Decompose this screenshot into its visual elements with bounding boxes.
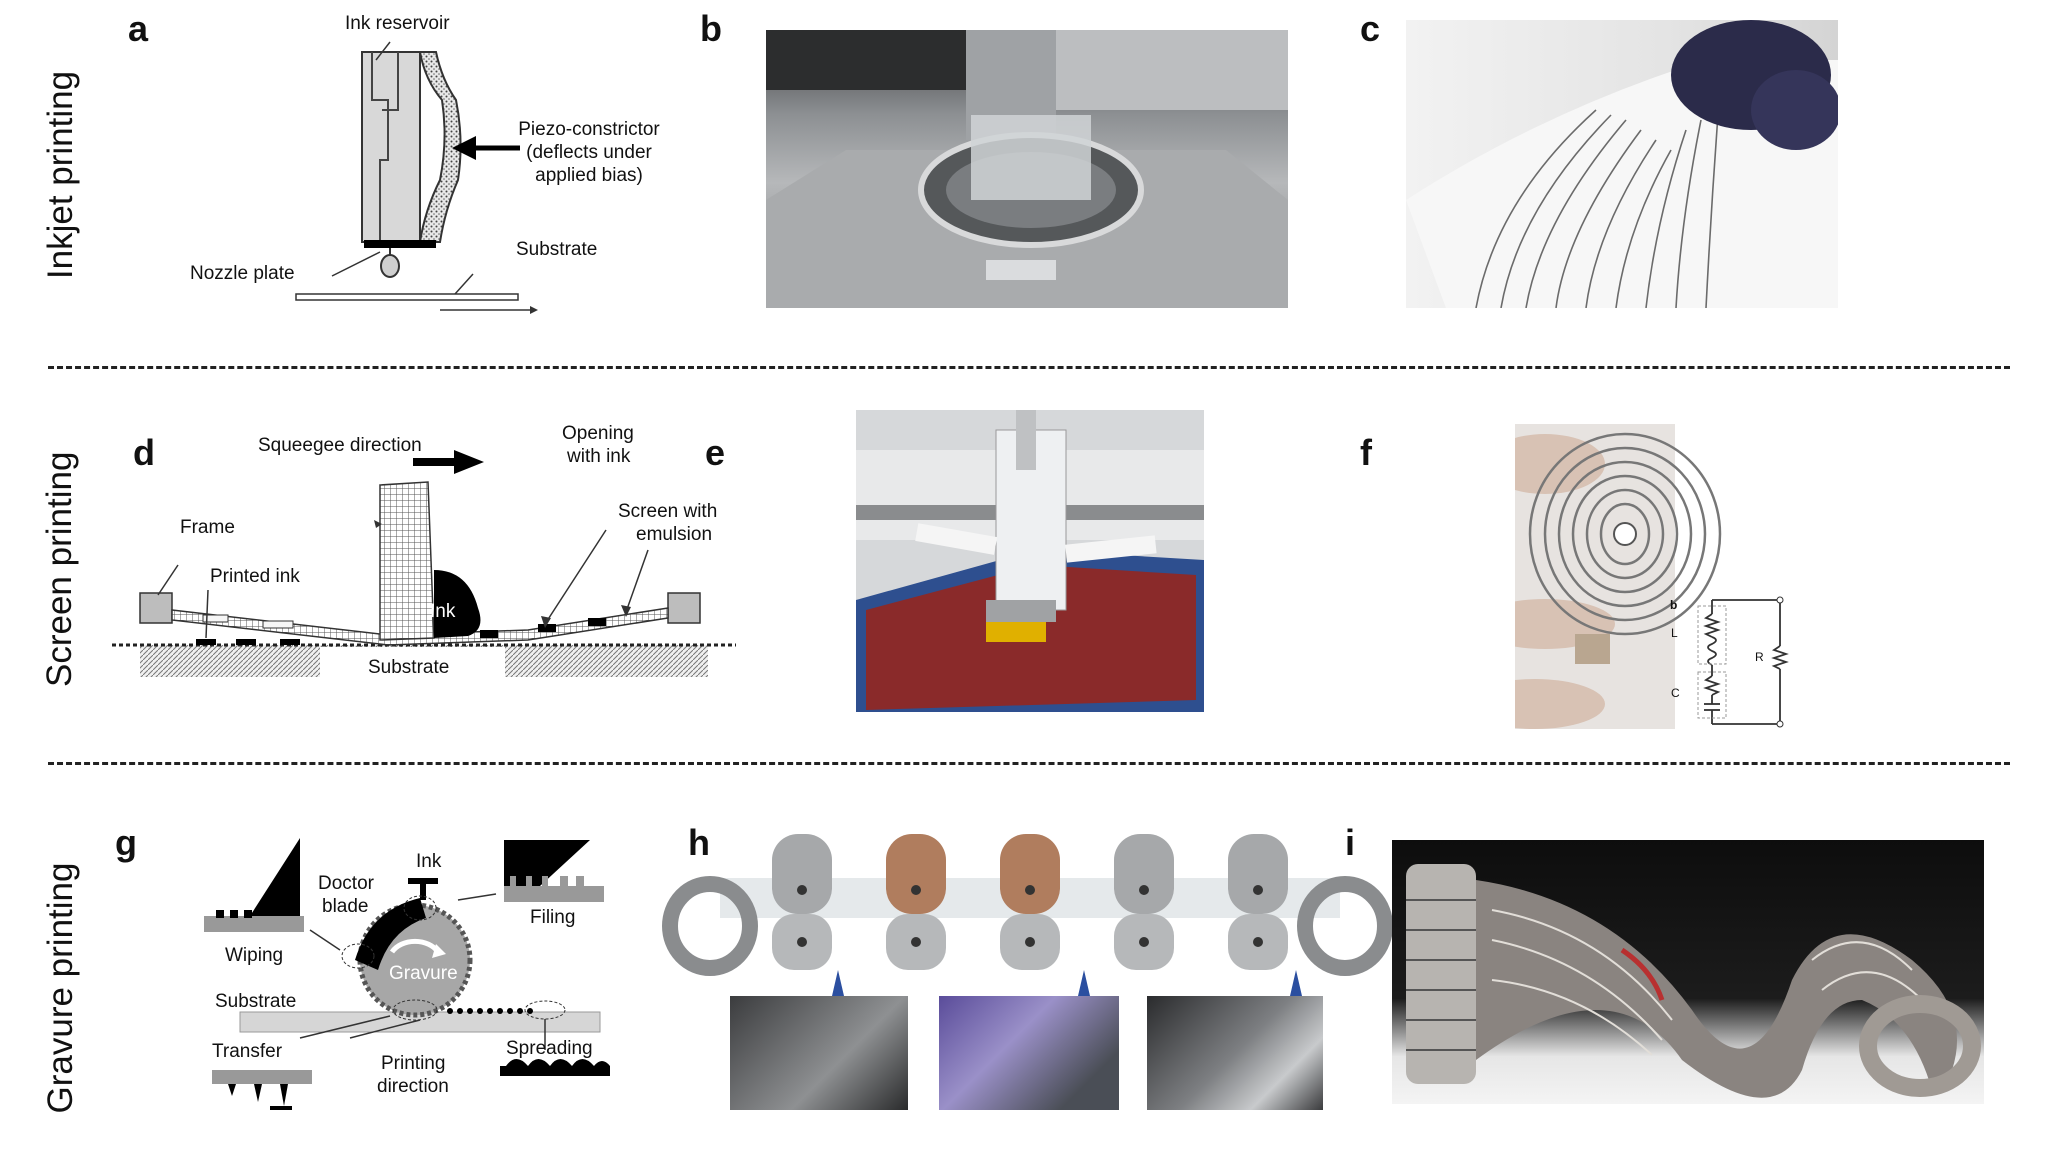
label-printed-ink: Printed ink bbox=[210, 566, 300, 587]
panel-letter-b: b bbox=[700, 8, 722, 49]
label-printing-2: direction bbox=[377, 1076, 449, 1097]
inkjet-schematic bbox=[295, 41, 538, 314]
panel-letter-g: g bbox=[115, 822, 137, 863]
circuit-label-b: b bbox=[1670, 598, 1678, 612]
circuit-label-L: L bbox=[1671, 626, 1678, 640]
screen-printing-schematic bbox=[112, 450, 736, 677]
label-gravure: Gravure bbox=[389, 963, 458, 984]
label-screen-emulsion-2: emulsion bbox=[636, 524, 713, 545]
printed-film-roll-photo bbox=[1392, 840, 1984, 1104]
panel-letter-h: h bbox=[688, 822, 710, 863]
label-ink-d: Ink bbox=[430, 601, 456, 622]
label-piezo-3: applied bias) bbox=[535, 165, 643, 186]
panel-letter-f: f bbox=[1360, 432, 1372, 473]
label-screen-emulsion-1: Screen with bbox=[618, 501, 718, 522]
label-substrate-a: Substrate bbox=[516, 239, 598, 260]
circuit-label-C: C bbox=[1671, 686, 1680, 700]
label-wiping: Wiping bbox=[225, 945, 284, 966]
gravure-press-photo-3 bbox=[1147, 996, 1323, 1110]
row-label-gravure: Gravure printing bbox=[41, 862, 80, 1114]
label-doctor-1: Doctor bbox=[318, 873, 374, 894]
row-label-screen: Screen printing bbox=[40, 451, 79, 687]
camera-pointer-markers bbox=[832, 970, 1302, 996]
panel-letter-e: e bbox=[705, 432, 726, 473]
label-doctor-2: blade bbox=[322, 896, 369, 917]
label-piezo-2: (deflects under bbox=[526, 142, 652, 163]
gravure-schematic bbox=[204, 838, 610, 1110]
label-transfer: Transfer bbox=[212, 1041, 283, 1062]
label-squeegee-direction: Squeegee direction bbox=[258, 435, 422, 456]
gravure-press-photo-2 bbox=[939, 996, 1119, 1110]
row-label-inkjet: Inkjet printing bbox=[41, 70, 80, 280]
label-opening-2: with ink bbox=[567, 446, 631, 467]
panel-letter-c: c bbox=[1360, 8, 1381, 49]
spiral-coil-photo bbox=[1515, 424, 1815, 729]
label-frame: Frame bbox=[180, 517, 235, 538]
panel-letter-a: a bbox=[128, 8, 149, 49]
label-printing-1: Printing bbox=[381, 1053, 446, 1074]
screen-printer-photo bbox=[856, 410, 1204, 712]
equivalent-circuit bbox=[1697, 596, 1789, 728]
gravure-press-photo-1 bbox=[730, 996, 908, 1110]
roll-to-roll-rendering bbox=[662, 834, 1393, 976]
label-ink-g: Ink bbox=[416, 851, 442, 872]
label-spreading: Spreading bbox=[506, 1038, 593, 1059]
inkjet-printer-photo bbox=[766, 30, 1288, 308]
row-divider-2 bbox=[48, 762, 2010, 765]
label-filing: Filing bbox=[530, 907, 576, 928]
panel-letter-d: d bbox=[133, 432, 155, 473]
row-divider-1 bbox=[48, 366, 2010, 369]
label-ink-reservoir: Ink reservoir bbox=[345, 13, 450, 34]
panel-letter-i: i bbox=[1345, 822, 1356, 863]
label-substrate-g: Substrate bbox=[215, 991, 297, 1012]
label-substrate-d: Substrate bbox=[368, 657, 450, 678]
circuit-label-R: R bbox=[1755, 650, 1764, 664]
label-opening-1: Opening bbox=[562, 423, 634, 444]
label-piezo-1: Piezo-constrictor bbox=[518, 119, 660, 140]
flexible-circuit-photo bbox=[1406, 20, 1838, 308]
label-nozzle-plate: Nozzle plate bbox=[190, 263, 295, 284]
